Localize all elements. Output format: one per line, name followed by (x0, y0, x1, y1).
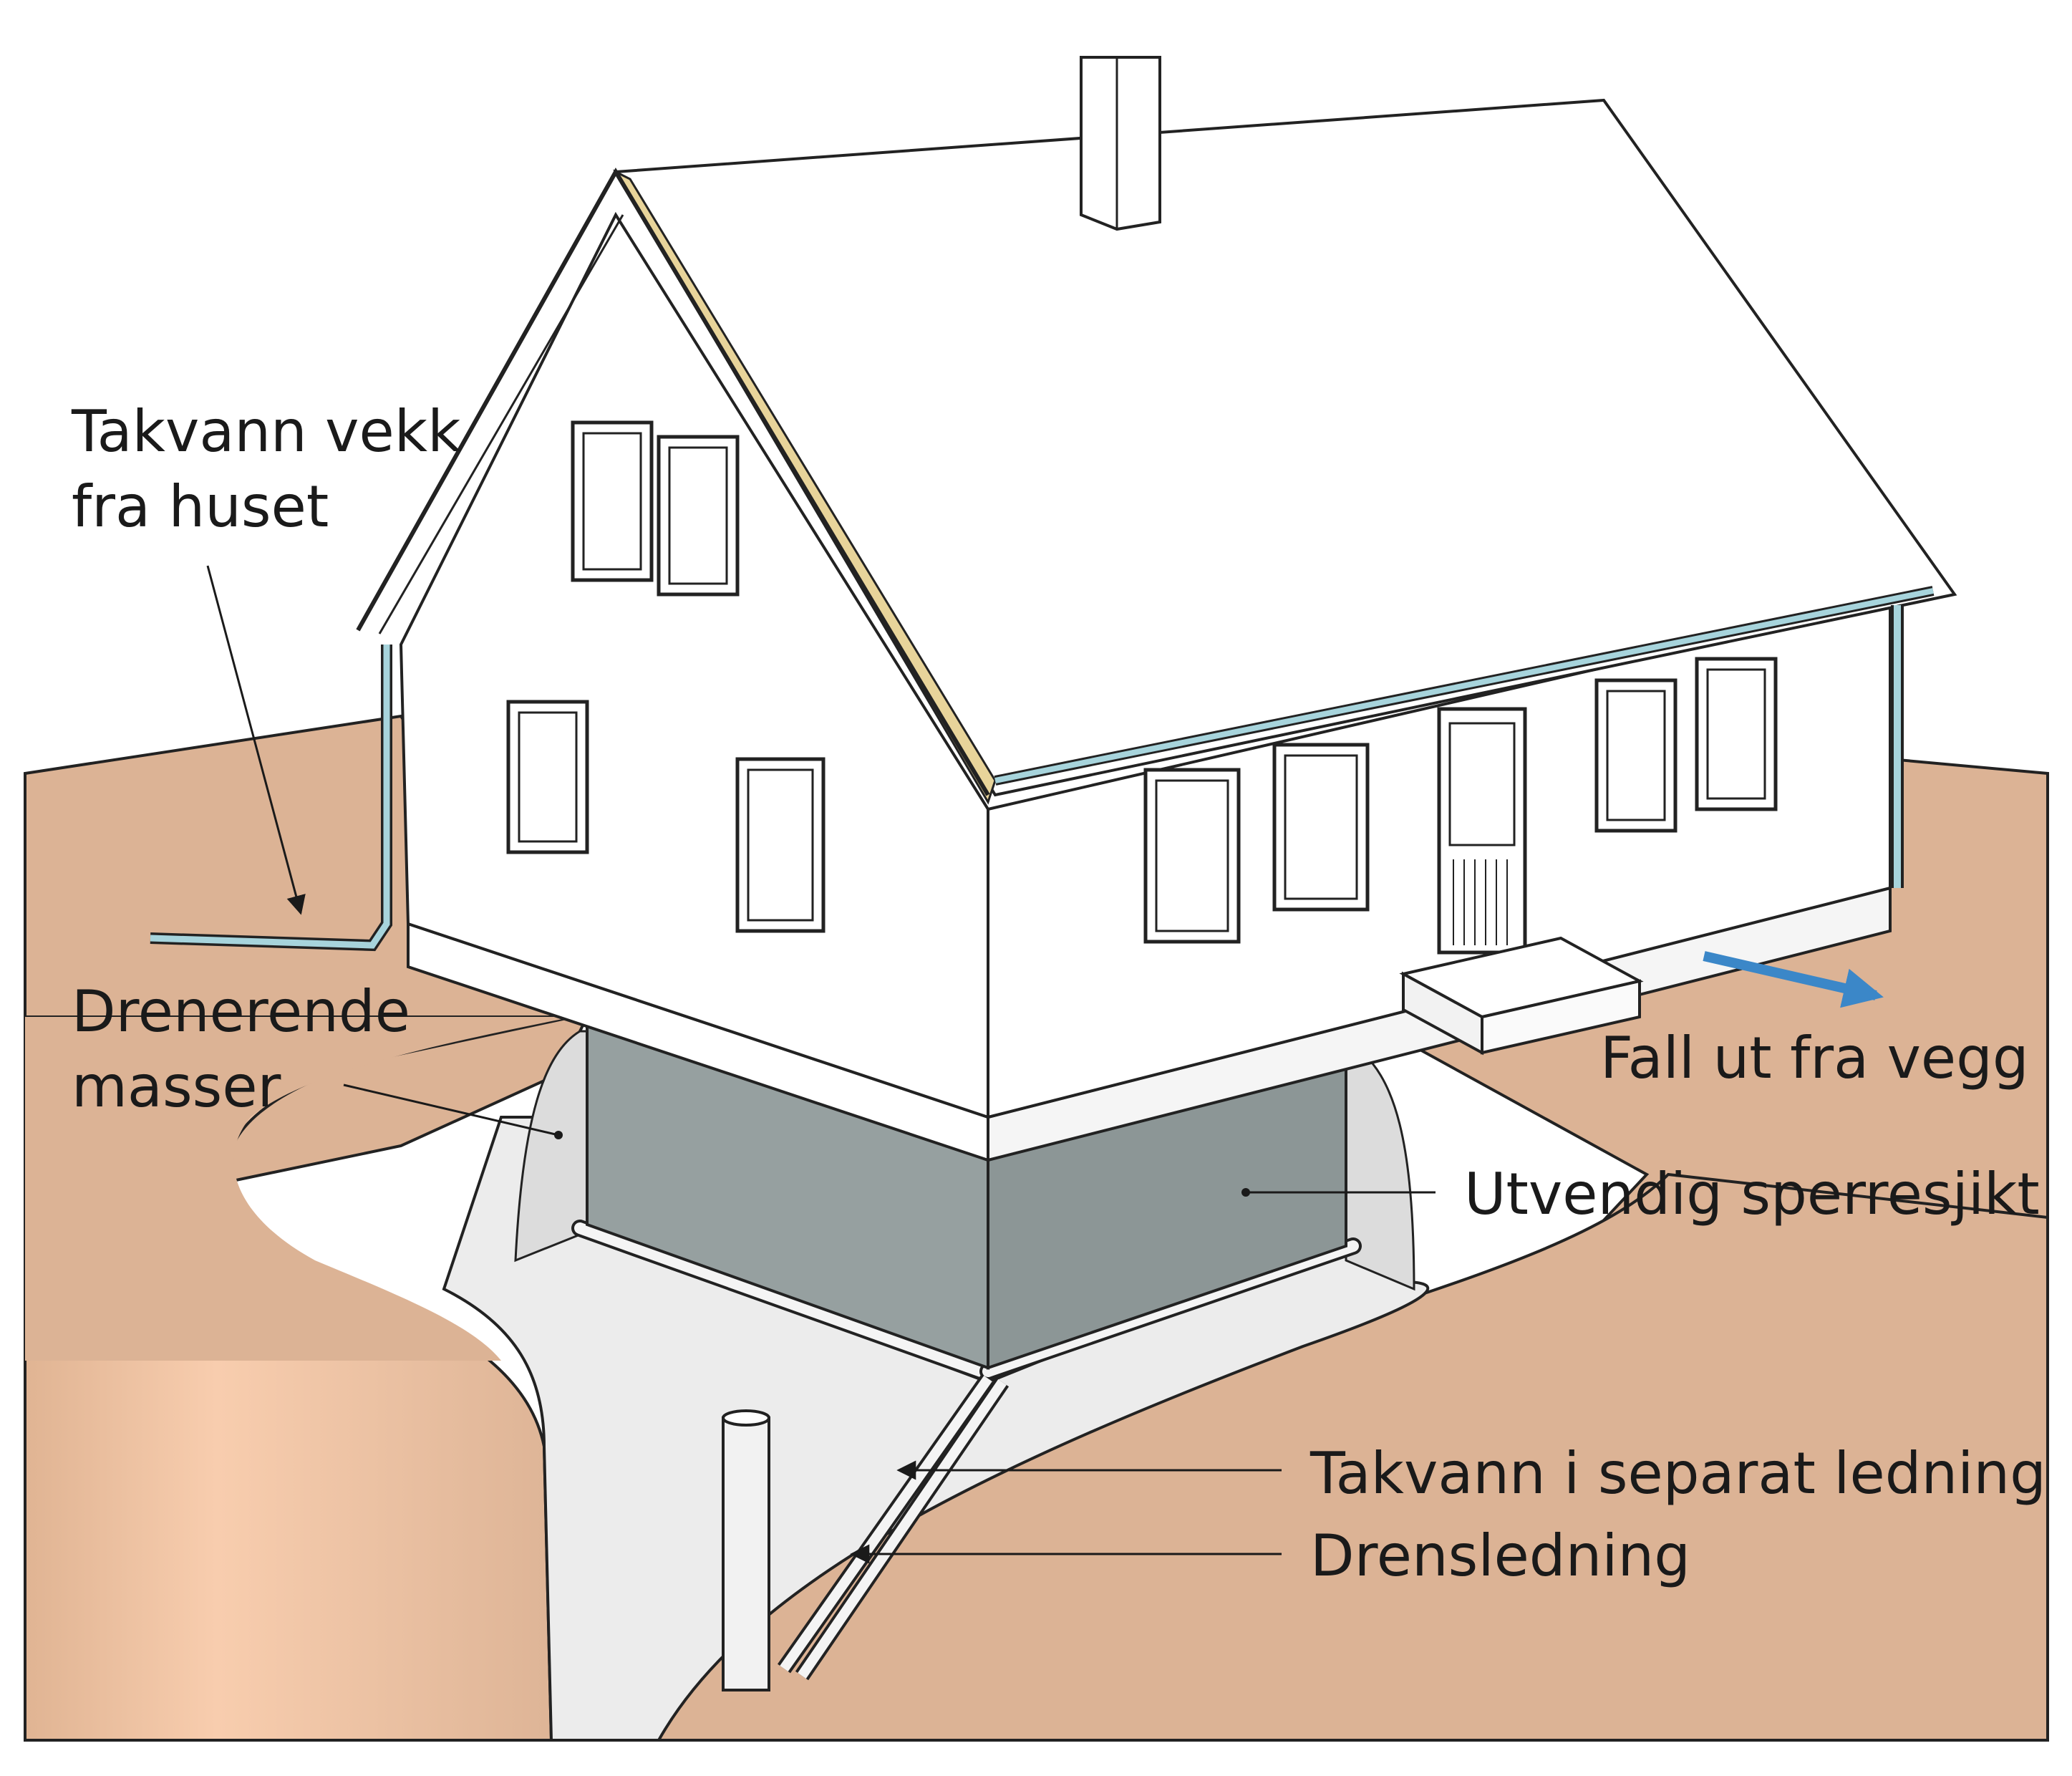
window-gable-4 (735, 757, 826, 933)
window-long-1 (1143, 768, 1241, 944)
label-roof-water-line2: fra huset (72, 473, 329, 540)
leader-roof-water (206, 565, 306, 915)
labels: Takvann vekk fra huset Drenerende masser… (71, 398, 2046, 1589)
leader-lines (206, 565, 1436, 1564)
label-slope: Fall ut fra vegg (1600, 1025, 2029, 1091)
label-separate-pipe: Takvann i separat ledning (1309, 1440, 2046, 1507)
excavation (442, 1030, 1430, 1742)
entrance-steps (1399, 936, 1644, 1056)
window-long-3 (1594, 678, 1678, 833)
door (1437, 707, 1527, 955)
soil-left-top (25, 1017, 573, 1361)
label-drainage-mass-line1: Drenerende (72, 978, 410, 1045)
window-gable-2 (657, 435, 740, 597)
drainage-mass-left (514, 1030, 589, 1263)
window-long-4 (1695, 657, 1778, 811)
window-long-2 (1272, 743, 1370, 912)
window-gable-1 (571, 420, 654, 582)
chimney (1080, 56, 1161, 231)
inspection-well (722, 1417, 770, 1691)
window-gable-3 (506, 700, 589, 854)
label-drainage-mass-line2: masser (72, 1053, 281, 1120)
slope-arrow (1703, 951, 1884, 1008)
label-drain-pipe: Drensledning (1310, 1522, 1690, 1589)
house (150, 56, 1957, 1162)
label-barrier: Utvendig sperresjikt (1464, 1161, 2040, 1227)
label-roof-water-line1: Takvann vekk (71, 398, 461, 465)
leader-drainage-mass (343, 1084, 559, 1136)
